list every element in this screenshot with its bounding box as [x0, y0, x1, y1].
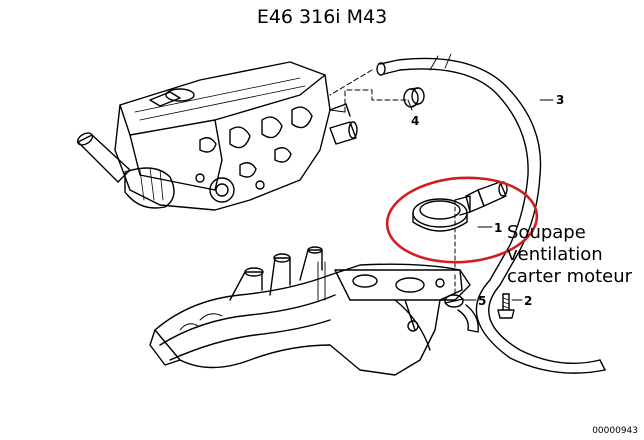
head-breather-nipple [329, 103, 358, 145]
diagram-code: 00000943 [592, 426, 638, 436]
coolant-outlet [76, 132, 175, 209]
clamp-5 [444, 294, 479, 333]
part-number-1: 1 [494, 221, 502, 235]
highlight-circle [385, 176, 539, 264]
vent-hose-3 [376, 53, 606, 374]
part-number-4: 4 [411, 114, 419, 128]
diagram-title: E46 316i M43 [256, 6, 388, 28]
number-leaders [407, 99, 554, 301]
crankcase-vent-valve [412, 195, 471, 232]
valve-annotation: Soupape ventilation carter moteur [507, 222, 632, 288]
cylinder-head [114, 61, 331, 211]
annotation-line-1: Soupape [507, 222, 586, 243]
intake-manifold [149, 246, 471, 376]
valve-hose-elbow [465, 181, 508, 213]
part-number-3: 3 [556, 93, 564, 107]
part-number-2: 2 [524, 294, 532, 308]
part-number-5: 5 [478, 294, 486, 308]
annotation-line-2: ventilation [507, 244, 603, 265]
clamp-4 [403, 87, 425, 108]
screw-2 [497, 293, 515, 319]
annotation-line-3: carter moteur [507, 266, 633, 287]
